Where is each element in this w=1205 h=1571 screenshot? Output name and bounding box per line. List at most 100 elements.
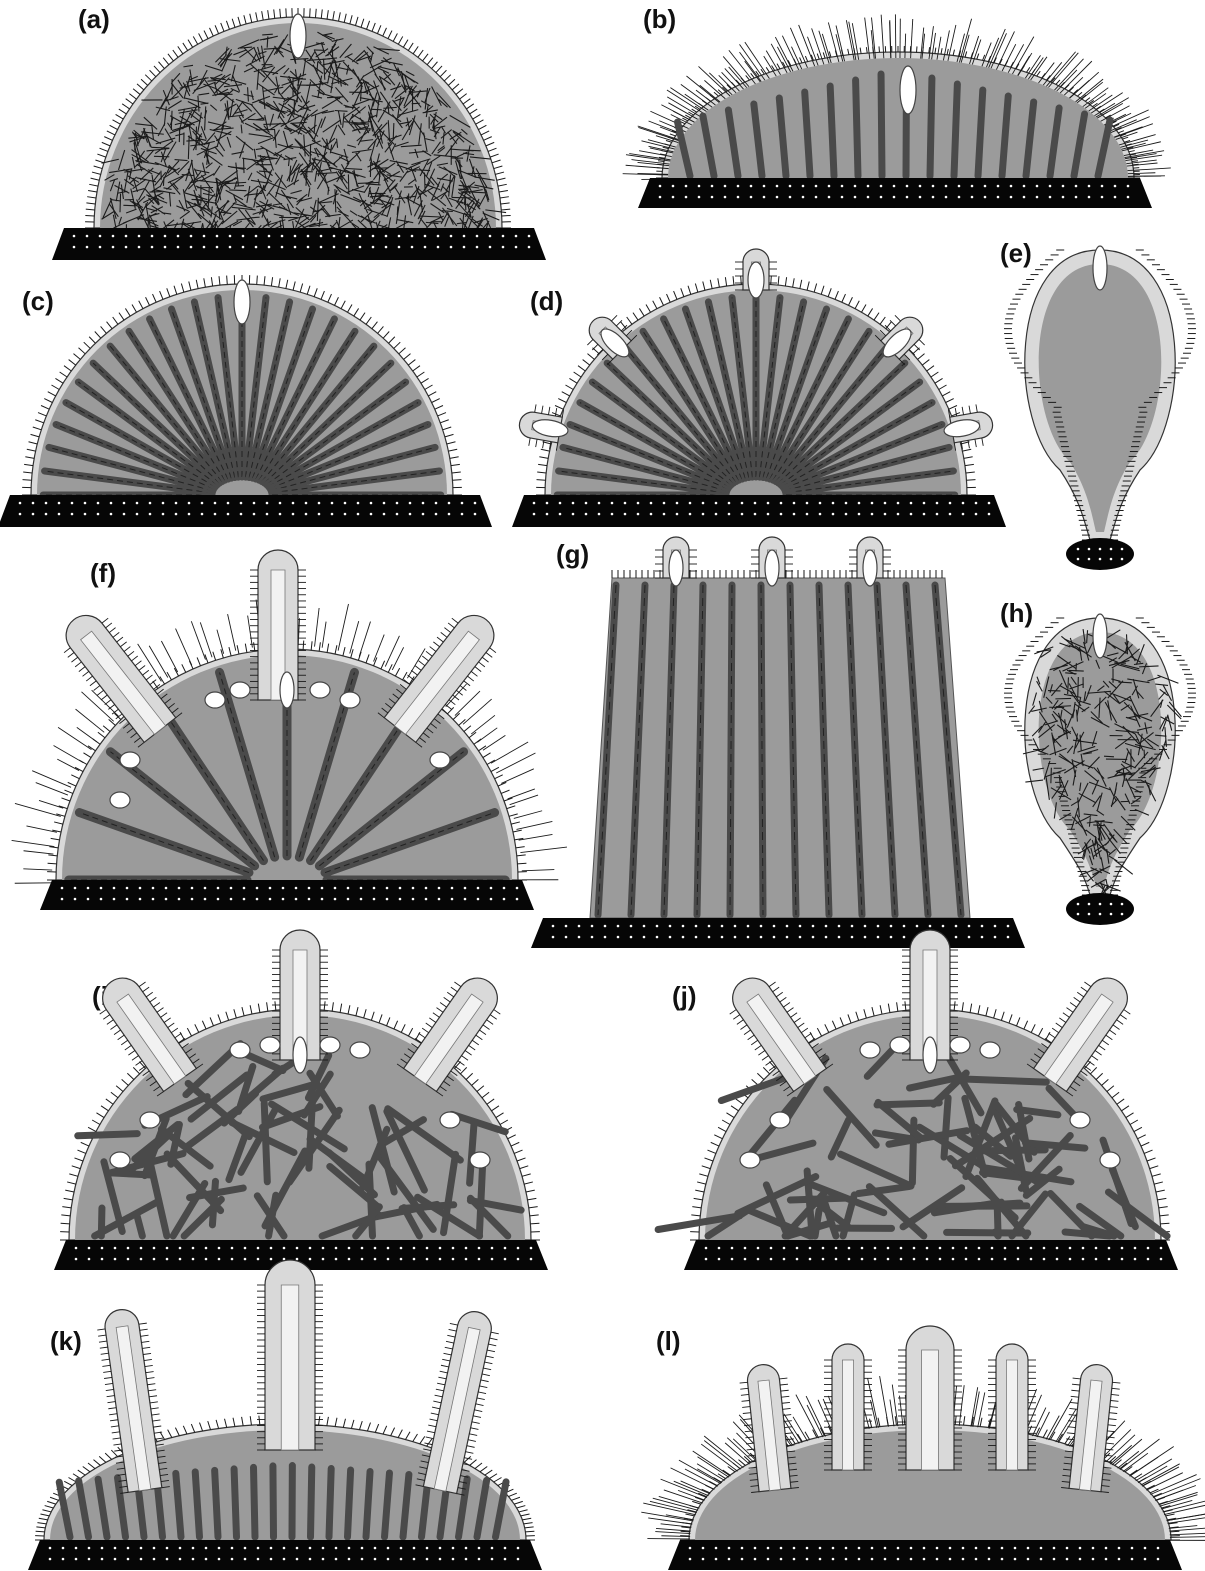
substrate-dot (491, 1258, 494, 1261)
surface-spicule (840, 1017, 843, 1025)
substrate-h (1066, 893, 1134, 925)
substrate-dot (400, 1258, 403, 1261)
spicule (372, 168, 388, 169)
surface-spicule (413, 1434, 418, 1442)
substrate-dot (799, 925, 802, 928)
substrate-dot (1010, 196, 1013, 199)
substrate-dot (383, 513, 386, 516)
surface-spicule (104, 1377, 112, 1378)
surface-spicule (65, 1190, 74, 1192)
substrate-dot (832, 1547, 835, 1550)
surface-spicule (106, 1389, 114, 1390)
surface-spicule (1071, 1396, 1079, 1397)
surface-spicule (467, 676, 473, 681)
surface-spicule (394, 1021, 398, 1029)
substrate-dot (153, 1558, 156, 1561)
surface-spicule (639, 308, 644, 316)
surface-spicule (111, 1092, 118, 1098)
substrate-dot (439, 1247, 442, 1250)
subdermal-cavity (980, 1042, 1000, 1058)
substrate-dot (585, 513, 588, 516)
surface-spicule (587, 339, 593, 345)
osculum (280, 672, 294, 708)
surface-spicule (204, 278, 206, 287)
surface-spicule (697, 1182, 706, 1184)
substrate-dot (988, 1547, 991, 1550)
surface-spicule (113, 120, 121, 124)
surface-spicule (491, 1332, 499, 1334)
substrate-dot (32, 513, 35, 516)
surface-spicule (524, 1182, 533, 1184)
substrate-dot (737, 196, 740, 199)
surface-spicule (335, 645, 337, 654)
substrate-dot (773, 925, 776, 928)
surface-spicule (856, 1012, 859, 1021)
surface-spicule (83, 1467, 90, 1472)
substrate-dot (812, 936, 815, 939)
protruding-spicule (828, 22, 839, 62)
protruding-spicule (477, 728, 497, 742)
surface-spicule (476, 1035, 483, 1040)
protruding-spicule (385, 636, 399, 667)
substrate-dot (413, 1547, 416, 1550)
surface-spicule (36, 1527, 45, 1528)
substrate-dot (346, 235, 349, 238)
surface-spicule (980, 1418, 982, 1427)
panel-label-j: (j) (672, 981, 697, 1011)
surface-spicule (64, 648, 70, 653)
surface-spicule (147, 1378, 155, 1379)
substrate-dot (218, 1558, 221, 1561)
protruding-spicule (161, 641, 177, 672)
substrate-dot (268, 246, 271, 249)
substrate-dot (1062, 185, 1065, 188)
spicule (236, 186, 244, 187)
substrate-dot (192, 1247, 195, 1250)
substrate-dot (763, 196, 766, 199)
substrate-dot (75, 1547, 78, 1550)
substrate-dot (58, 502, 61, 505)
surface-spicule (432, 62, 438, 69)
substrate-dot (61, 898, 64, 901)
fistule-canal (1006, 1360, 1017, 1470)
substrate-dot (192, 1547, 195, 1550)
spicule-tract (930, 78, 932, 176)
surface-spicule (367, 1423, 370, 1431)
surface-spicule (472, 1079, 479, 1085)
substrate-dot (201, 502, 204, 505)
substrate-dot (682, 925, 685, 928)
surface-spicule (147, 1384, 155, 1385)
substrate-dot (806, 1558, 809, 1561)
substrate-dot (515, 246, 518, 249)
substrate-dot (205, 1258, 208, 1261)
surface-spicule (499, 190, 508, 192)
substrate-dot (741, 502, 744, 505)
surface-spicule (124, 647, 130, 652)
substrate-dot (1049, 185, 1052, 188)
surface-spicule (438, 413, 446, 416)
surface-spicule (47, 1501, 56, 1504)
surface-spicule (101, 326, 107, 333)
surface-spicule (574, 372, 581, 377)
surface-spicule (117, 637, 123, 642)
surface-spicule (125, 1045, 132, 1050)
surface-spicule (221, 23, 224, 31)
substrate-dot (1088, 185, 1091, 188)
surface-spicule (1102, 1079, 1109, 1085)
surface-spicule (751, 1040, 758, 1045)
surface-spicule (420, 1436, 425, 1443)
substrate-dot (489, 246, 492, 249)
substrate-dot (578, 925, 581, 928)
surface-spicule (445, 434, 454, 436)
surface-spicule (481, 1380, 489, 1382)
substrate-dot (835, 1258, 838, 1261)
surface-spicule (918, 354, 925, 360)
substrate-dot (179, 1558, 182, 1561)
protruding-spicule (790, 28, 807, 68)
substrate-dot (309, 1547, 312, 1550)
surface-spicule (511, 822, 520, 824)
substrate-dot (396, 502, 399, 505)
substrate-dot (841, 185, 844, 188)
surface-spicule (379, 1014, 382, 1022)
surface-spicule (394, 342, 400, 348)
surface-spicule (454, 982, 461, 987)
